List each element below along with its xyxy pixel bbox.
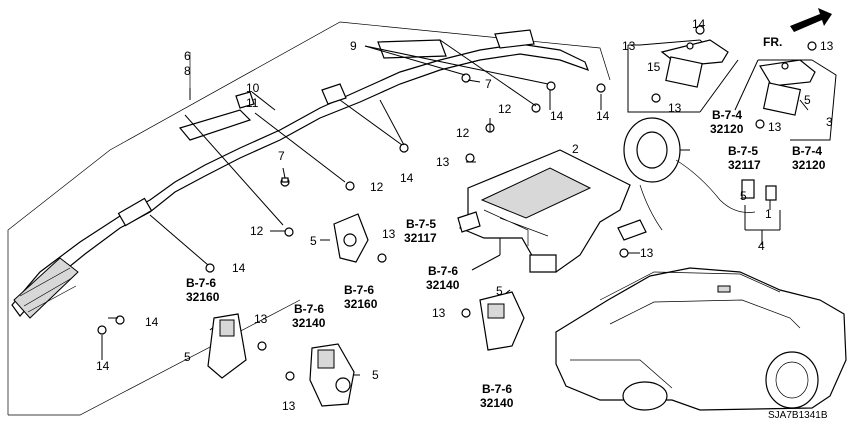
ref-section: B-7-6 — [482, 382, 512, 396]
callout: 11 — [246, 96, 259, 110]
callout: 3 — [826, 115, 833, 129]
callout: 5 — [804, 93, 811, 107]
ref-section: B-7-6 — [428, 264, 458, 278]
bolt-icon — [546, 81, 556, 91]
ref-section: B-7-6 — [344, 283, 374, 297]
callout: 14 — [232, 261, 246, 275]
section-references: B-7-4 32120 B-7-4 32120 B-7-5 32117 B-7-… — [186, 108, 826, 410]
callout: 5 — [310, 234, 317, 248]
callout: 2 — [572, 142, 579, 156]
bolt-icon — [755, 119, 765, 129]
srs-unit — [457, 149, 647, 273]
bolt-icon — [465, 153, 475, 163]
callout: 13 — [282, 399, 296, 413]
callout: 13 — [432, 306, 446, 320]
ref-section: B-7-4 — [792, 144, 822, 158]
bolt-icon — [115, 315, 125, 325]
callout: 5 — [496, 284, 503, 298]
ref-section: B-7-6 — [294, 302, 324, 316]
ref-code: 32117 — [728, 158, 761, 172]
callout: 13 — [436, 155, 450, 169]
ref-code: 32140 — [480, 396, 514, 410]
callout: 12 — [498, 102, 512, 116]
callout: 14 — [596, 109, 610, 123]
bolt-icon — [619, 248, 629, 258]
bolt-icon — [596, 83, 606, 93]
side-impact-sensor-c — [309, 343, 355, 407]
callout: 10 — [246, 81, 260, 95]
bolt-icon — [377, 253, 387, 263]
callout: 12 — [456, 126, 470, 140]
ref-code: 32140 — [292, 316, 326, 330]
ref-code: 32117 — [404, 231, 437, 245]
callout: 13 — [622, 39, 636, 53]
ref-code: 32160 — [186, 290, 220, 304]
callout: 12 — [370, 180, 384, 194]
front-marker-label: FR. — [763, 35, 782, 49]
bolt-icon — [280, 177, 290, 187]
bolt-icon — [399, 143, 409, 153]
ref-code: 32140 — [426, 278, 460, 292]
bolt-icon — [531, 103, 541, 113]
callout: 5 — [372, 368, 379, 382]
ref-code: 32120 — [710, 122, 744, 136]
callout: 15 — [647, 60, 661, 74]
bolt-icon — [461, 308, 471, 318]
callout: 7 — [278, 149, 285, 163]
bolt-icon — [651, 93, 661, 103]
ref-section: B-7-4 — [712, 108, 742, 122]
ref-code: 32160 — [344, 297, 378, 311]
callout: 5 — [740, 189, 747, 203]
ref-section: B-7-5 — [728, 144, 758, 158]
bolt-icon — [284, 227, 294, 237]
front-direction-arrow-icon — [790, 8, 832, 32]
side-airbag-module-left — [660, 39, 729, 88]
ref-code: 32120 — [792, 158, 826, 172]
bolt-icon — [807, 41, 817, 51]
bolt-icon — [695, 25, 705, 35]
callout: 14 — [145, 315, 159, 329]
callout: 14 — [692, 17, 706, 31]
callout: 4 — [758, 239, 765, 253]
callout: 14 — [96, 359, 110, 373]
callout: 13 — [768, 120, 782, 134]
vehicle-illustration — [555, 267, 847, 411]
callout: 6 — [184, 49, 191, 63]
bolt-icon — [97, 325, 107, 335]
callout: 13 — [820, 39, 834, 53]
callout: 5 — [184, 350, 191, 364]
callout: 14 — [550, 109, 564, 123]
callout: 7 — [485, 77, 492, 91]
callout: 13 — [382, 227, 396, 241]
callout: 9 — [350, 39, 357, 53]
callout: 1 — [765, 207, 772, 221]
callout: 13 — [254, 312, 268, 326]
side-impact-sensor-a — [333, 213, 369, 263]
callout: 12 — [250, 224, 264, 238]
ref-section: B-7-6 — [186, 276, 216, 290]
bolt-icon — [461, 73, 471, 83]
callout: 8 — [184, 64, 191, 78]
front-impact-sensor — [479, 291, 525, 351]
ref-section: B-7-5 — [406, 217, 436, 231]
side-impact-sensor-b — [207, 313, 247, 379]
bolt-icon — [345, 181, 355, 191]
side-airbag-module-right — [759, 59, 816, 116]
curtain-airbag — [11, 29, 590, 319]
bolt-icon — [285, 371, 295, 381]
callout-labels: 6 8 9 10 11 7 7 12 12 12 12 14 14 14 14 … — [96, 17, 834, 413]
leader-lines — [101, 39, 837, 376]
cable-reel — [623, 117, 777, 231]
callout: 14 — [400, 171, 414, 185]
callout: 13 — [668, 101, 682, 115]
diagram-code: SJA7B1341B — [768, 410, 828, 421]
bolt-icon — [257, 341, 267, 351]
bolt-icon — [205, 263, 215, 273]
callout: 13 — [640, 246, 654, 260]
